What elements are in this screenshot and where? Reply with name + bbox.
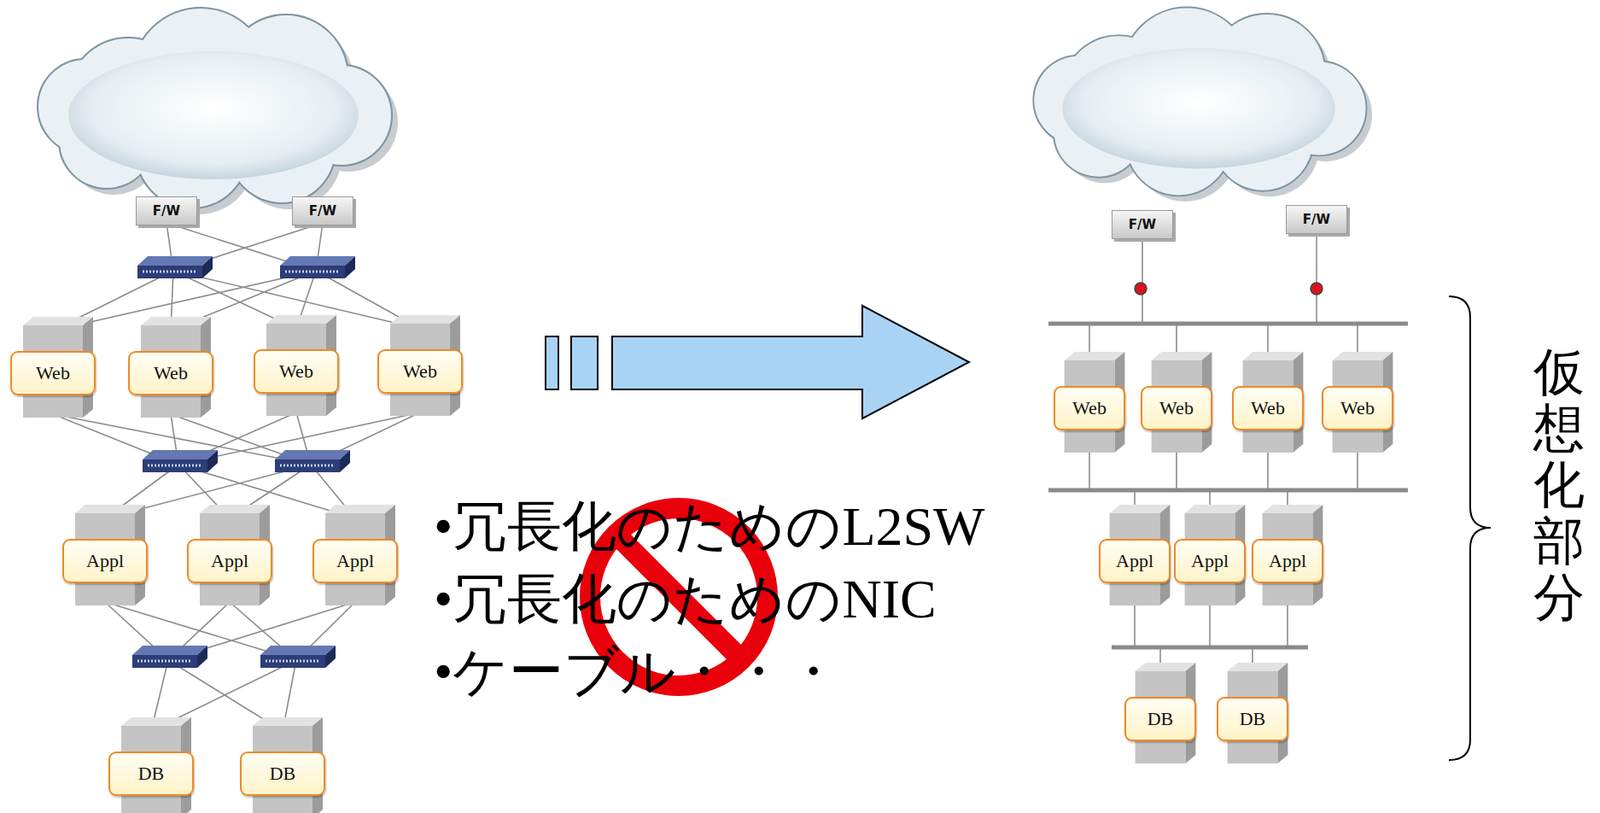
node-text: Web xyxy=(1159,397,1194,420)
network-wire xyxy=(1267,449,1269,491)
server-label: Appl xyxy=(62,538,148,584)
connection-dot xyxy=(1310,282,1323,295)
server-label: Appl xyxy=(186,538,273,584)
node-text: Appl xyxy=(1191,549,1229,573)
node-text: Web xyxy=(35,362,71,385)
network-wire xyxy=(1315,219,1318,324)
server-label: Web xyxy=(1140,385,1213,431)
server-label: Web xyxy=(1053,385,1126,431)
server-label: DB xyxy=(1216,696,1289,742)
network-wire xyxy=(1286,601,1289,648)
network-wire xyxy=(1133,601,1136,648)
server-label: Web xyxy=(253,349,339,394)
bullet-item: •冗長化のためのL2SW xyxy=(433,496,986,557)
bus-line xyxy=(1048,321,1408,327)
node-text: F/W xyxy=(309,203,337,219)
node-text: Appl xyxy=(1268,549,1307,573)
node-text: Web xyxy=(1340,397,1375,420)
bullet-item: •冗長化のためのNIC xyxy=(433,569,937,630)
l2-switch xyxy=(260,645,336,668)
server-label: DB xyxy=(239,751,326,796)
node-text: DB xyxy=(269,762,297,785)
server-label: Appl xyxy=(1098,538,1171,584)
network-wire xyxy=(1356,449,1359,491)
node-text: Appl xyxy=(210,549,249,573)
node-text: F/W xyxy=(1128,216,1157,233)
server-label: Web xyxy=(10,350,96,396)
l2-switch xyxy=(142,449,218,473)
firewall-box: F/W xyxy=(1111,210,1174,240)
node-text: F/W xyxy=(1302,211,1331,228)
node-text: DB xyxy=(1239,707,1267,730)
node-text: Appl xyxy=(86,549,124,573)
node-text: Appl xyxy=(1115,549,1154,573)
network-wire xyxy=(1088,449,1091,491)
l2-switch xyxy=(137,256,213,279)
server-label: Web xyxy=(1232,385,1304,431)
connection-dot xyxy=(1134,282,1147,295)
server-label: Web xyxy=(377,349,463,394)
node-text: F/W xyxy=(152,203,181,219)
l2-switch xyxy=(274,449,351,473)
l2-switch xyxy=(132,645,208,668)
node-text: Web xyxy=(402,360,438,383)
network-wire xyxy=(1175,449,1178,491)
bus-line xyxy=(1111,645,1309,650)
network-wire xyxy=(52,414,311,465)
server-label: Web xyxy=(1321,385,1394,431)
network-wire xyxy=(1208,601,1211,648)
node-text: Web xyxy=(1250,397,1285,420)
node-text: Web xyxy=(1072,397,1107,420)
server-label: Web xyxy=(128,350,214,396)
network-wire xyxy=(1141,224,1144,324)
cloud xyxy=(38,8,398,215)
firewall-box: F/W xyxy=(291,196,354,226)
bracket-label: 仮想化部分 xyxy=(1533,343,1585,625)
node-text: DB xyxy=(138,762,165,785)
node-text: Web xyxy=(153,362,188,385)
server-label: Appl xyxy=(1251,538,1324,584)
l2-switch xyxy=(280,256,356,279)
bus-line xyxy=(1048,488,1408,493)
server-label: Appl xyxy=(312,538,398,584)
server-label: DB xyxy=(1124,696,1197,742)
node-text: Web xyxy=(279,360,314,383)
server-label: Appl xyxy=(1173,538,1246,584)
server-label: DB xyxy=(108,751,194,796)
firewall-box: F/W xyxy=(1285,204,1348,234)
node-text: Appl xyxy=(336,549,374,573)
transition-arrow xyxy=(545,305,970,419)
node-text: DB xyxy=(1147,707,1174,730)
cloud xyxy=(1033,7,1373,202)
firewall-box: F/W xyxy=(135,196,198,226)
brace xyxy=(1448,296,1491,760)
bullet-item: •ケーブル・・・ xyxy=(433,642,841,702)
